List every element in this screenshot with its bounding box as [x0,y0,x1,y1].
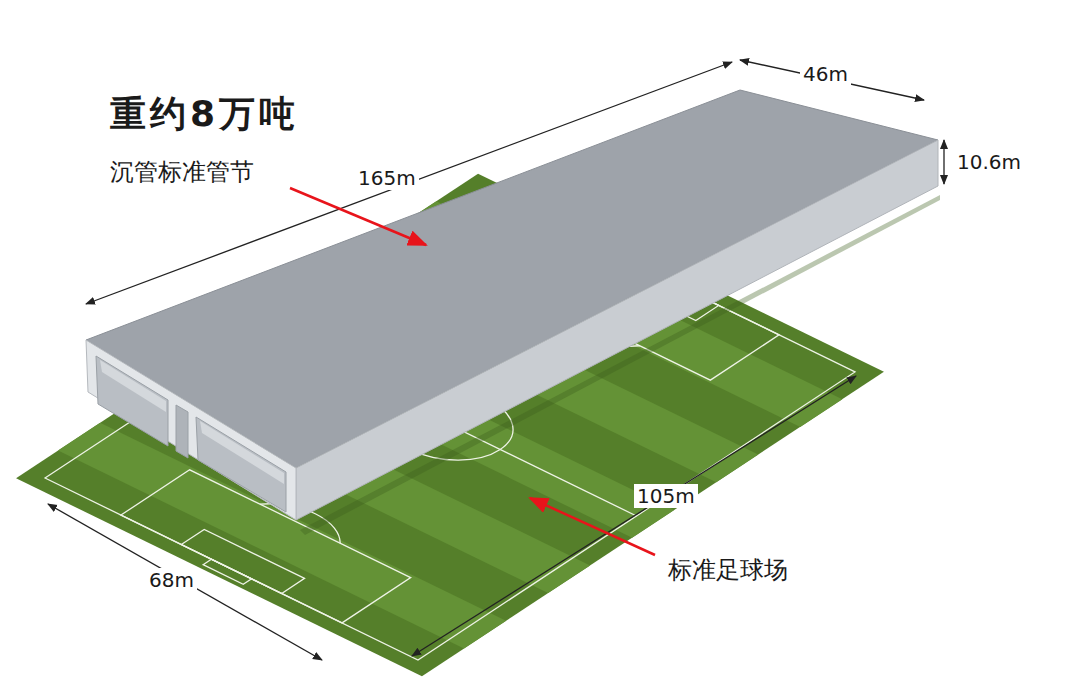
callout-arrows [290,188,655,555]
callout-label: 沉管标准管节 [110,158,254,187]
dimension-label: 46m [800,62,851,86]
callout-label: 标准足球场 [668,556,788,585]
dimension-label: 68m [146,568,197,592]
dimension-label: 105m [634,484,698,508]
dimension-lines [48,60,944,660]
dimension-label: 10.6m [954,150,1024,174]
title-text: 重约8万吨 [110,92,299,135]
immersed-tube-element [86,90,938,520]
dimension-label: 165m [355,166,419,190]
